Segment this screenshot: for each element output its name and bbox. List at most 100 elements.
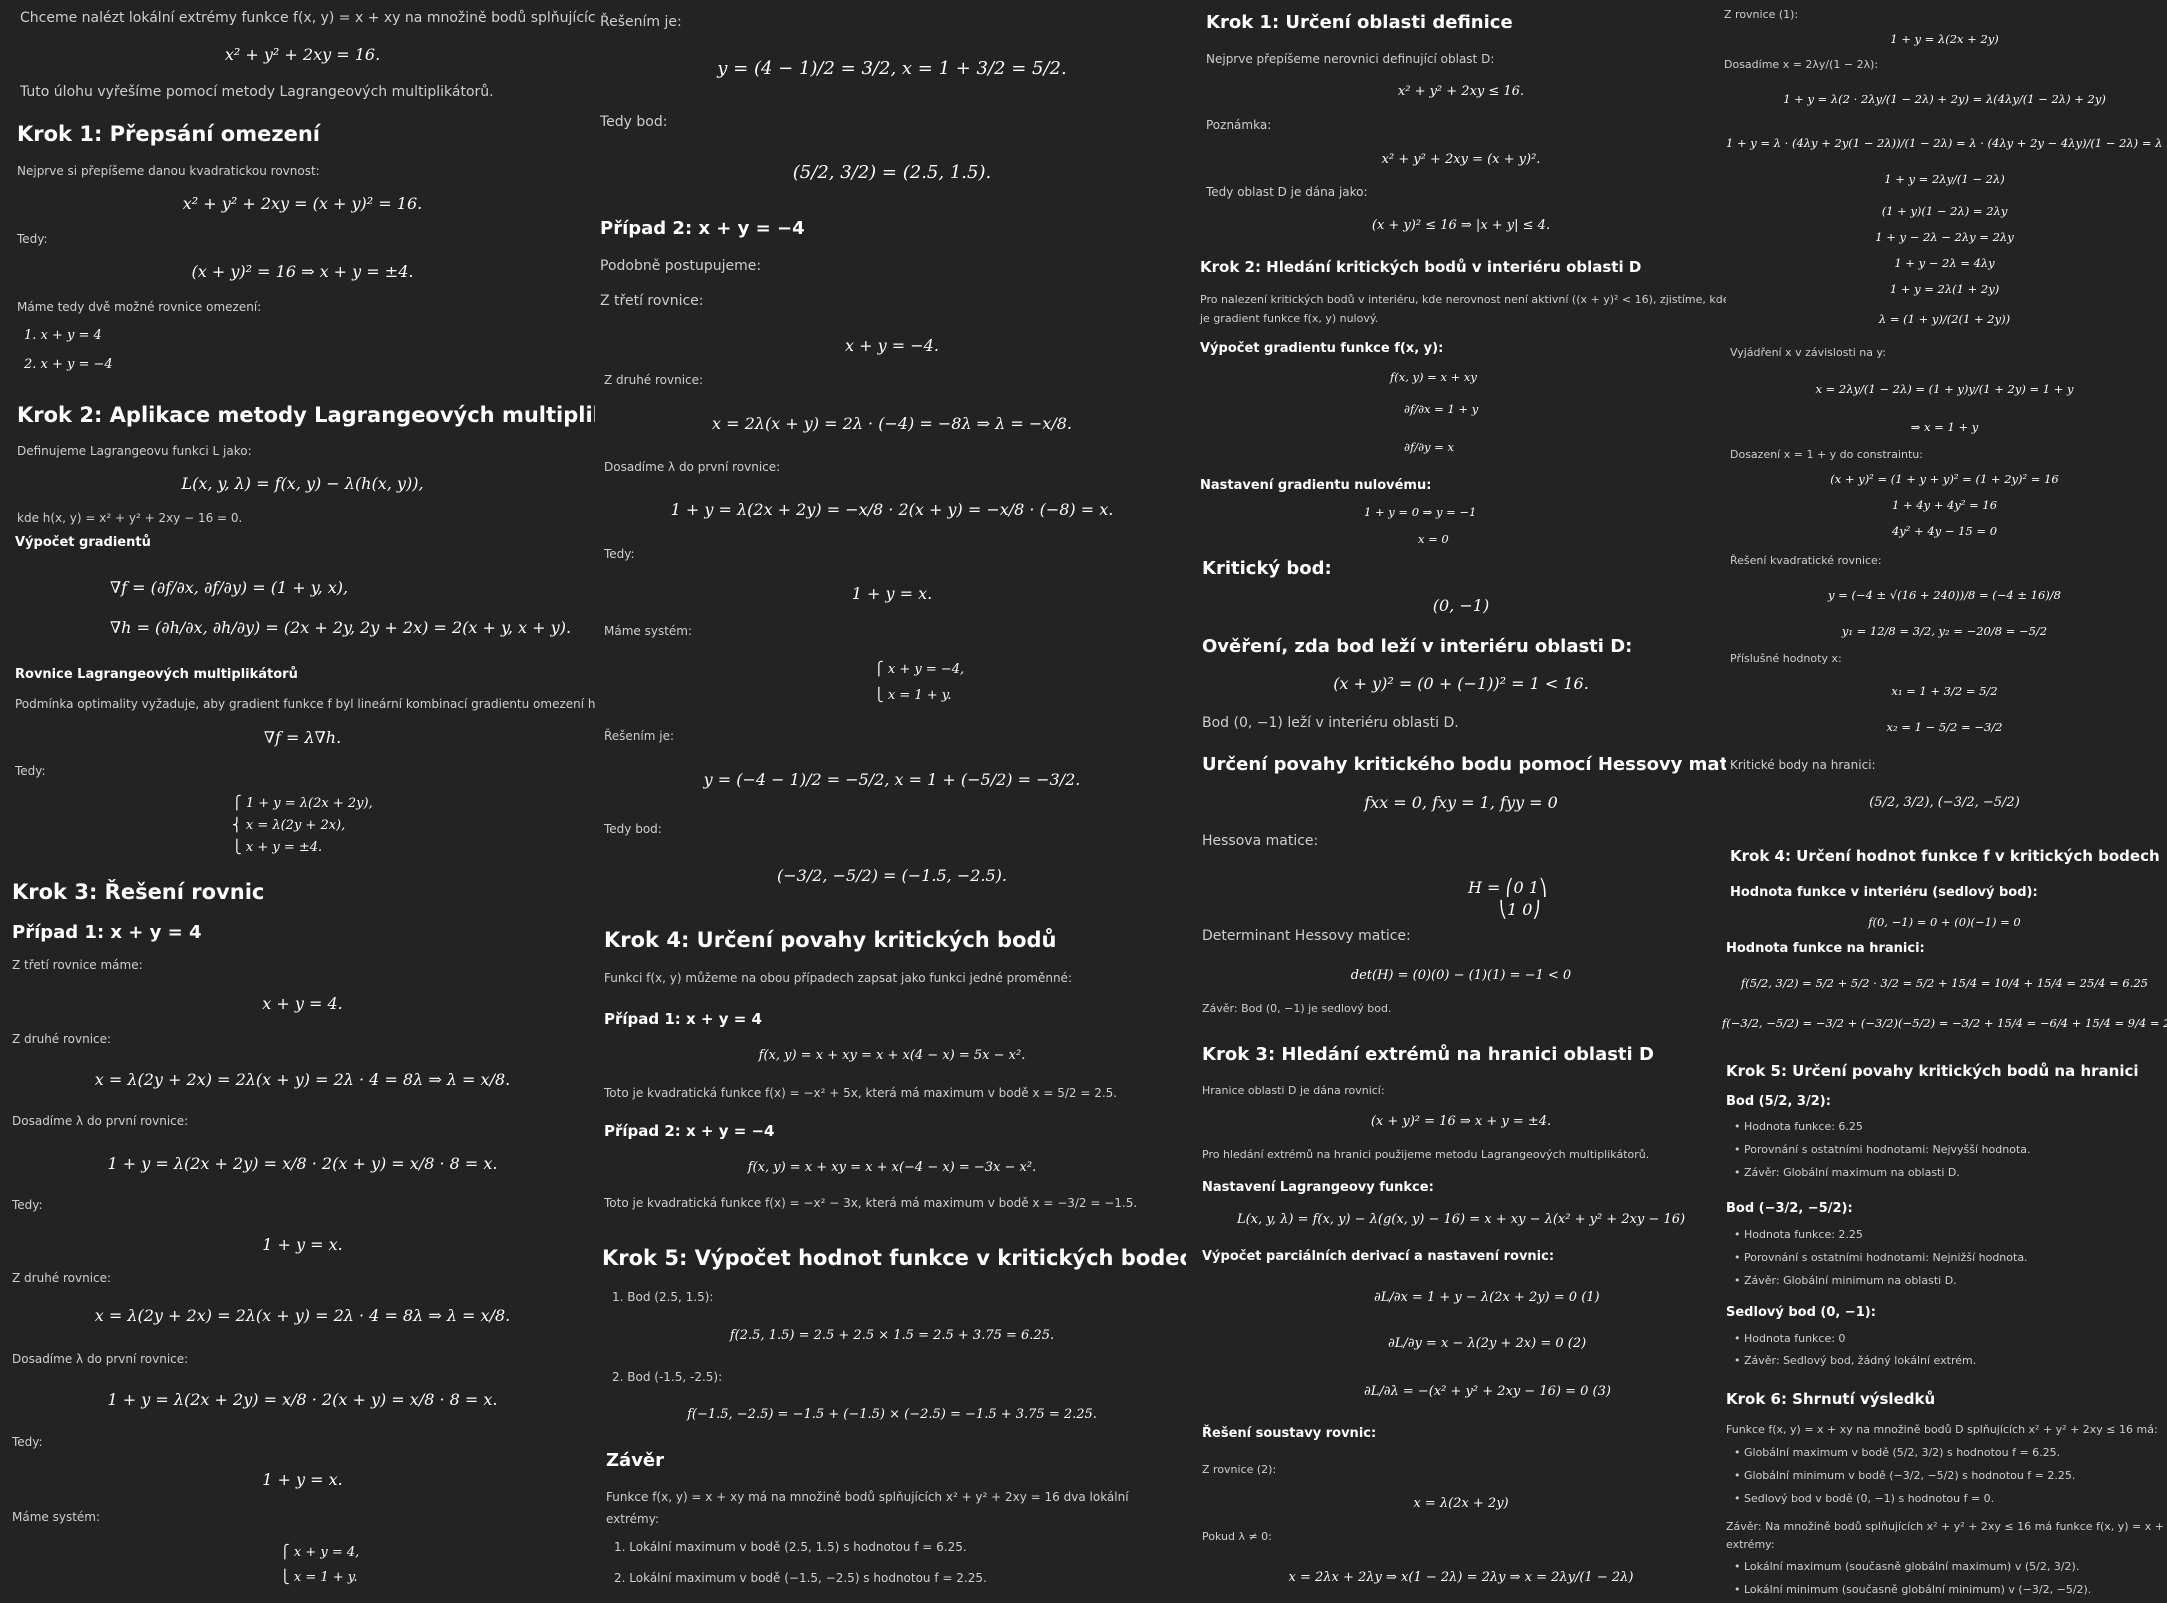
formula: y = (4 − 1)/2 = 3/2, x = 1 + 3/2 = 5/2. — [717, 58, 1067, 79]
formula: x = λ(2y + 2x) = 2λ(x + y) = 2λ · 4 = 8λ… — [94, 1070, 511, 1089]
heading: Krok 1: Přepsání omezení — [17, 122, 320, 146]
text-line: Podobně postupujeme: — [600, 258, 762, 274]
text-line: Tuto úlohu vyřešíme pomocí metody Lagran… — [20, 84, 494, 100]
text-line: • Závěr: Globální maximum na oblasti D. — [1734, 1166, 1960, 1179]
heading: Krok 6: Shrnutí výsledků — [1726, 1390, 1936, 1408]
heading: Krok 5: Určení povahy kritických bodů na… — [1726, 1062, 2139, 1080]
formula: ∇f = λ∇h. — [263, 728, 342, 747]
text-line: Tedy bod: — [600, 114, 668, 130]
formula: 1 + y = x. — [262, 1235, 343, 1254]
formula: ∂L/∂λ = −(x² + y² + 2xy − 16) = 0 (3) — [1364, 1384, 1611, 1399]
column-1: Chceme nalézt lokální extrémy funkce f(x… — [10, 0, 595, 1603]
formula: 4y² + 4y − 15 = 0 — [1891, 524, 1998, 538]
text-line: Tedy: — [12, 1198, 43, 1212]
text-line: Poznámka: — [1206, 118, 1272, 132]
heading: Krok 3: Řešení rovnic — [12, 880, 265, 904]
text-line: Nejprve přepíšeme nerovnici definující o… — [1206, 52, 1495, 66]
text-line: Hessova matice: — [1202, 833, 1319, 849]
formula: (5/2, 3/2) = (2.5, 1.5). — [792, 162, 992, 183]
text-line: Tedy oblast D je dána jako: — [1206, 185, 1368, 199]
heading: Určení povahy kritického bodu pomocí Hes… — [1202, 754, 1726, 775]
formula: 1 + y = x. — [262, 1470, 343, 1489]
text-line: Tedy bod: — [604, 822, 662, 836]
heading: Výpočet parciálních derivací a nastavení… — [1202, 1249, 1555, 1264]
formula: f(2.5, 1.5) = 2.5 + 2.5 × 1.5 = 2.5 + 3.… — [729, 1328, 1055, 1343]
text-line: Kritické body na hranici: — [1730, 758, 1876, 772]
formula: ∇h = (∂h/∂x, ∂h/∂y) = (2x + 2y, 2y + 2x)… — [110, 618, 572, 637]
formula: f(−3/2, −5/2) = −3/2 + (−3/2)(−5/2) = −3… — [1722, 1016, 2167, 1030]
formula: f(5/2, 3/2) = 5/2 + 5/2 · 3/2 = 5/2 + 15… — [1740, 976, 2149, 990]
text-line: • Závěr: Sedlový bod, žádný lokální extr… — [1734, 1354, 1977, 1367]
text-line: kde h(x, y) = x² + y² + 2xy − 16 = 0. — [17, 511, 243, 525]
formula: x = λ(2x + 2y) — [1413, 1496, 1509, 1511]
text-line: Řešení kvadratické rovnice: — [1730, 554, 1882, 567]
text-line: Dosazení x = 1 + y do constraintu: — [1730, 448, 1923, 461]
formula: x = 2λy/(1 − 2λ) = (1 + y)y/(1 + 2y) = 1… — [1815, 382, 2074, 396]
text-line: Z rovnice (1): — [1724, 8, 1799, 21]
text-line: Pro nalezení kritických bodů v interiéru… — [1200, 293, 1726, 306]
text-line: Podmínka optimality vyžaduje, aby gradie… — [15, 697, 595, 711]
heading: Kritický bod: — [1202, 558, 1332, 579]
formula: f(0, −1) = 0 + (0)(−1) = 0 — [1868, 915, 2021, 929]
text-line: • Porovnání s ostatními hodnotami: Nejvy… — [1734, 1143, 2031, 1156]
heading: Hodnota funkce na hranici: — [1726, 941, 1925, 956]
formula: (x + y)² ≤ 16 ⇒ |x + y| ≤ 4. — [1371, 218, 1551, 233]
formula: (x + y)² = (1 + y + y)² = (1 + 2y)² = 16 — [1830, 472, 2059, 486]
heading: Výpočet gradientů — [15, 535, 151, 550]
text-line: Chceme nalézt lokální extrémy funkce f(x… — [20, 10, 595, 26]
heading: Bod (5/2, 3/2): — [1726, 1094, 1831, 1109]
text-line: Máme tedy dvě možné rovnice omezení: — [17, 300, 262, 314]
formula: 1 + y − 2λ − 2λy = 2λy — [1875, 230, 2014, 244]
formula: x + y = 4. — [262, 994, 343, 1013]
text-line: Funkce f(x, y) = x + xy má na množině bo… — [606, 1490, 1129, 1504]
heading: Krok 2: Hledání kritických bodů v interi… — [1200, 258, 1642, 276]
text-line: Dosadíme λ do první rovnice: — [12, 1352, 189, 1366]
text-line: • Globální maximum v bodě (5/2, 3/2) s h… — [1734, 1446, 2061, 1459]
formula: x + y = −4. — [845, 336, 939, 355]
column-2: Řešením je: y = (4 − 1)/2 = 3/2, x = 1 + … — [598, 0, 1186, 1603]
text-line: Z rovnice (2): — [1202, 1463, 1277, 1476]
formula: f(x, y) = x + xy = x + x(4 − x) = 5x − x… — [758, 1048, 1026, 1063]
text-line: Toto je kvadratická funkce f(x) = −x² + … — [604, 1086, 1118, 1100]
formula: ⎨ x = λ(2y + 2x), — [232, 818, 346, 833]
heading: Krok 4: Určení povahy kritických bodů — [604, 928, 1057, 952]
formula: L(x, y, λ) = f(x, y) − λ(g(x, y) − 16) =… — [1236, 1212, 1686, 1227]
formula: ∂f/∂y = x — [1404, 440, 1454, 454]
heading: Rovnice Lagrangeových multiplikátorů — [15, 667, 298, 682]
formula: ∂f/∂x = 1 + y — [1404, 402, 1479, 416]
text-line: extrémy: — [1726, 1538, 1775, 1551]
text-line: Řešením je: — [600, 14, 682, 30]
formula: ⎩ x + y = ±4. — [232, 840, 323, 855]
text-line: Tedy: — [15, 764, 46, 778]
text-line: • Hodnota funkce: 2.25 — [1734, 1228, 1863, 1241]
formula: 2. x + y = −4 — [24, 357, 113, 372]
text-line: Závěr: Na množině bodů splňujících x² + … — [1726, 1520, 2167, 1533]
text-line: • Sedlový bod v bodě (0, −1) s hodnotou … — [1734, 1492, 1995, 1505]
formula: 1 + y = λ(2 · 2λy/(1 − 2λ) + 2y) = λ(4λy… — [1783, 92, 2106, 106]
text-line: Determinant Hessovy matice: — [1202, 928, 1411, 944]
text-line: Definujeme Lagrangeovu funkci L jako: — [17, 444, 252, 458]
text-line: Vyjádření x v závislosti na y: — [1730, 346, 1886, 359]
formula: 1 + y = 0 ⇒ y = −1 — [1364, 505, 1477, 519]
heading: Krok 3: Hledání extrémů na hranici oblas… — [1202, 1044, 1654, 1065]
formula: 1 + y = λ · (4λy + 2y(1 − 2λ))/(1 − 2λ) … — [1726, 136, 2167, 150]
text-line: Z třetí rovnice máme: — [12, 958, 143, 972]
text-line: • Hodnota funkce: 0 — [1734, 1332, 1846, 1345]
heading: Krok 5: Výpočet hodnot funkce v kritický… — [602, 1246, 1186, 1270]
text-line: Z druhé rovnice: — [12, 1271, 112, 1285]
text-line: Dosadíme λ do první rovnice: — [12, 1114, 189, 1128]
text-line: Máme systém: — [604, 624, 693, 638]
formula: 1 + 4y + 4y² = 16 — [1891, 498, 1998, 512]
text-line: • Lokální minimum (současně globální min… — [1734, 1583, 2092, 1596]
text-line: • Lokální maximum (současně globální max… — [1734, 1560, 2080, 1573]
heading: Sedlový bod (0, −1): — [1726, 1305, 1876, 1320]
text-line: Z druhé rovnice: — [12, 1032, 112, 1046]
heading: Nastavení Lagrangeovy funkce: — [1202, 1180, 1434, 1195]
formula: x = 0 — [1418, 532, 1449, 546]
formula: 1. x + y = 4 — [24, 328, 102, 343]
heading: Krok 4: Určení hodnot funkce f v kritick… — [1730, 847, 2160, 865]
text-line: • Závěr: Globální minimum na oblasti D. — [1734, 1274, 1957, 1287]
formula: λ = (1 + y)/(2(1 + 2y)) — [1878, 312, 2011, 326]
formula: (1 + y)(1 − 2λ) = 2λy — [1881, 204, 2008, 218]
formula: ⎩ x = 1 + y. — [280, 1570, 358, 1585]
